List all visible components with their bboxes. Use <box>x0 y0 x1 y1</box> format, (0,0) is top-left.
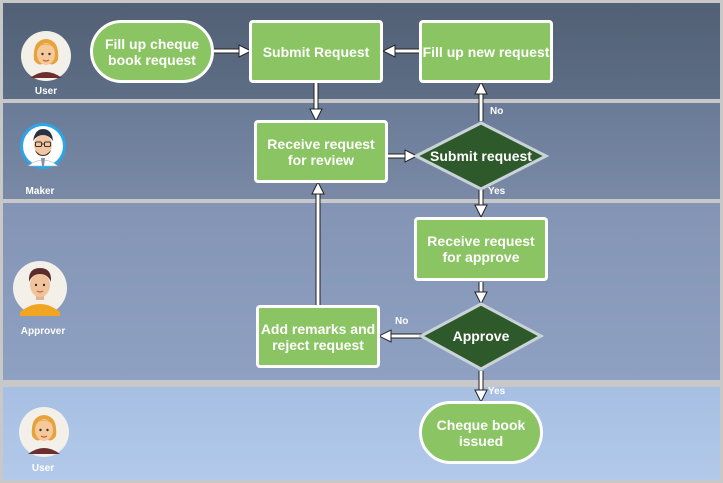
lane-label-user: User <box>34 86 58 97</box>
submit-decision-diamond <box>412 121 550 191</box>
approve-decision-diamond <box>417 302 545 371</box>
fill-cheque-request-node: Fill up cheque book request <box>90 20 214 83</box>
submit-request-node: Submit Request <box>249 20 383 83</box>
woman-avatar-icon <box>21 31 71 81</box>
fill-new-request-node: Fill up new request <box>419 20 553 83</box>
edge-label-submit-yes: Yes <box>488 186 506 197</box>
swimlane-user-bottom <box>3 387 720 480</box>
submit-decision-label: Submit request <box>430 148 532 164</box>
lane-label-approver: Approver <box>20 326 66 337</box>
edge-label-submit-no: No <box>490 106 504 117</box>
lane-label-maker: Maker <box>25 186 55 197</box>
receive-approve-node: Receive request for approve <box>414 217 548 281</box>
man-glasses-avatar-icon <box>20 123 66 169</box>
lane-label-user-bottom: User <box>31 463 55 474</box>
cheque-book-issued-node: Cheque book issued <box>419 401 543 464</box>
man-avatar-icon <box>13 261 67 316</box>
edge-label-approve-yes: Yes <box>488 386 506 397</box>
woman-avatar-icon <box>19 407 69 457</box>
add-remarks-reject-node: Add remarks and reject request <box>256 305 380 368</box>
edge-label-approve-no: No <box>395 316 409 327</box>
approve-decision-label: Approve <box>452 328 510 344</box>
connector-arrows <box>213 44 488 404</box>
receive-review-node: Receive request for review <box>254 120 388 183</box>
